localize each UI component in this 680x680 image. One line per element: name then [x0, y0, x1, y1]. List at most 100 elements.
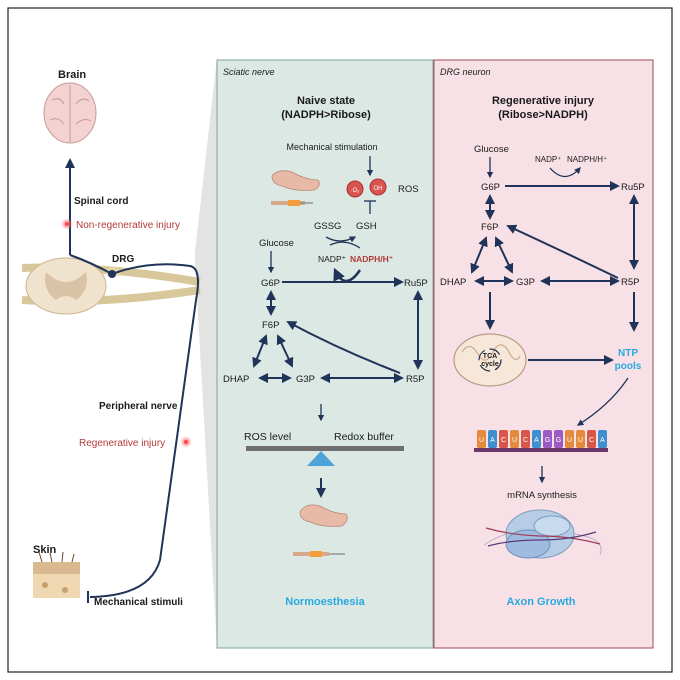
- f6p-g3p-arrow: [276, 334, 294, 368]
- mitochondrion-icon: [453, 333, 527, 387]
- regen-subtitle: (Ribose>NADPH): [498, 109, 588, 121]
- injury-dot-2: [184, 440, 188, 444]
- regen-r5p-label: R5P: [621, 277, 639, 288]
- regen-nadp-label: NADP⁺: [535, 155, 561, 164]
- naive-ru5p-label: Ru5P: [404, 278, 428, 289]
- regen-f6p-g3p-arrow: [494, 236, 514, 274]
- nucleotide-letter: U: [567, 437, 572, 444]
- superoxide-label: ·O₂: [351, 188, 361, 194]
- nucleotide: [532, 430, 541, 448]
- gssg-to-gsh-arrow: [325, 236, 357, 243]
- naive-g6p-label: G6P: [261, 278, 280, 289]
- nucleotide: [477, 430, 486, 448]
- ntp-label: NTP: [618, 348, 638, 359]
- naive-dhap-label: DHAP: [223, 374, 249, 385]
- nucleotide-letter: U: [479, 437, 484, 444]
- regen-injury-label: Regenerative injury: [79, 438, 165, 449]
- mrna-synthesis-label: mRNA synthesis: [507, 490, 577, 501]
- nucleotide: [510, 430, 519, 448]
- regen-glucose-label: Glucose: [474, 144, 509, 155]
- zoom-funnel: [195, 58, 217, 648]
- regen-f6p-label: F6P: [481, 222, 498, 233]
- gssg-label: GSSG: [314, 221, 341, 232]
- nucleotide-letter: A: [534, 437, 539, 444]
- naive-result: Normoesthesia: [285, 596, 365, 608]
- regen-r5p-f6p-arrow: [506, 224, 619, 279]
- rna-polymerase-icon: [483, 509, 602, 559]
- paw-illustration-top: [271, 170, 320, 206]
- drg-label: DRG: [112, 254, 134, 265]
- paw-illustration-bottom: [293, 504, 348, 557]
- skin-label: Skin: [33, 544, 57, 556]
- naive-subtitle: (NADPH>Ribose): [281, 109, 371, 121]
- brain-illustration: [43, 82, 97, 144]
- nadph-cycle: [329, 241, 361, 249]
- nucleotide-letter: A: [600, 437, 605, 444]
- naive-glucose-label: Glucose: [259, 238, 294, 249]
- regen-f6p-dhap-arrow: [470, 236, 488, 274]
- regen-panel-label: DRG neuron: [440, 67, 491, 77]
- naive-nadp-label: NADP⁺: [318, 254, 346, 264]
- nucleotide: [565, 430, 574, 448]
- sensory-neuron-path: [69, 254, 199, 598]
- hydroxyl-icon: [369, 178, 387, 196]
- nucleotide-letter: A: [490, 437, 495, 444]
- nucleotide-letter: G: [556, 437, 561, 444]
- nucleotide-letter: U: [512, 437, 517, 444]
- naive-f6p-label: F6P: [262, 320, 279, 331]
- cycle-label: cycle: [481, 361, 499, 368]
- nucleotide: [598, 430, 607, 448]
- nucleotide: [521, 430, 530, 448]
- nucleotide: [543, 430, 552, 448]
- rna-backbone: [474, 448, 608, 452]
- naive-title: Naive state: [297, 95, 355, 107]
- regen-g6p-label: G6P: [481, 182, 500, 193]
- r5p-to-f6p-arrow: [286, 321, 401, 374]
- drg-soma-dot: [108, 270, 116, 278]
- naive-nadph-label: NADPH/H⁺: [350, 254, 393, 264]
- nucleotide: [488, 430, 497, 448]
- skin-illustration: [33, 551, 80, 598]
- gsh-label: GSH: [356, 221, 377, 232]
- naive-r5p-label: R5P: [406, 374, 424, 385]
- regen-ru5p-label: Ru5P: [621, 182, 645, 193]
- ntp-to-rna-arrow: [576, 377, 629, 426]
- nucleotide-letter: C: [523, 437, 528, 444]
- regen-result: Axon Growth: [506, 596, 575, 608]
- nucleotide-letter: U: [578, 437, 583, 444]
- f6p-dhap-arrow: [252, 334, 268, 368]
- naive-panel-label: Sciatic nerve: [223, 67, 275, 77]
- nucleotide-letter: C: [501, 437, 506, 444]
- nucleotide-letter: C: [589, 437, 594, 444]
- regen-title: Regenerative injury: [492, 95, 595, 107]
- balance-fulcrum: [307, 451, 335, 466]
- ros-level-label: ROS level: [244, 431, 291, 443]
- redox-buffer-label: Redox buffer: [334, 431, 394, 443]
- regen-nadph-arc: [549, 167, 581, 178]
- brain-label: Brain: [58, 69, 86, 81]
- spinal-cord-label: Spinal cord: [74, 196, 128, 207]
- balance-beam: [246, 446, 404, 451]
- regen-nadph-label: NADPH/H⁺: [567, 155, 607, 164]
- pools-label: pools: [615, 361, 642, 372]
- tca-label: TCA: [483, 353, 497, 360]
- hydroxyl-label: OH: [374, 186, 383, 192]
- nucleotide: [499, 430, 508, 448]
- regen-dhap-label: DHAP: [440, 277, 466, 288]
- nucleotide: [587, 430, 596, 448]
- naive-g3p-label: G3P: [296, 374, 315, 385]
- mech-stimulation-label: Mechanical stimulation: [286, 142, 377, 152]
- regen-g3p-label: G3P: [516, 277, 535, 288]
- injury-dot: [65, 222, 69, 226]
- mech-stimuli-label: Mechanical stimuli: [94, 597, 183, 608]
- non-regen-injury-label: Non-regenerative injury: [76, 220, 180, 231]
- superoxide-icon: [346, 180, 364, 198]
- nucleotide: [576, 430, 585, 448]
- nucleotide: [554, 430, 563, 448]
- ros-label: ROS: [398, 184, 419, 195]
- nucleotide-letter: G: [545, 437, 550, 444]
- peripheral-nerve-label: Peripheral nerve: [99, 401, 178, 412]
